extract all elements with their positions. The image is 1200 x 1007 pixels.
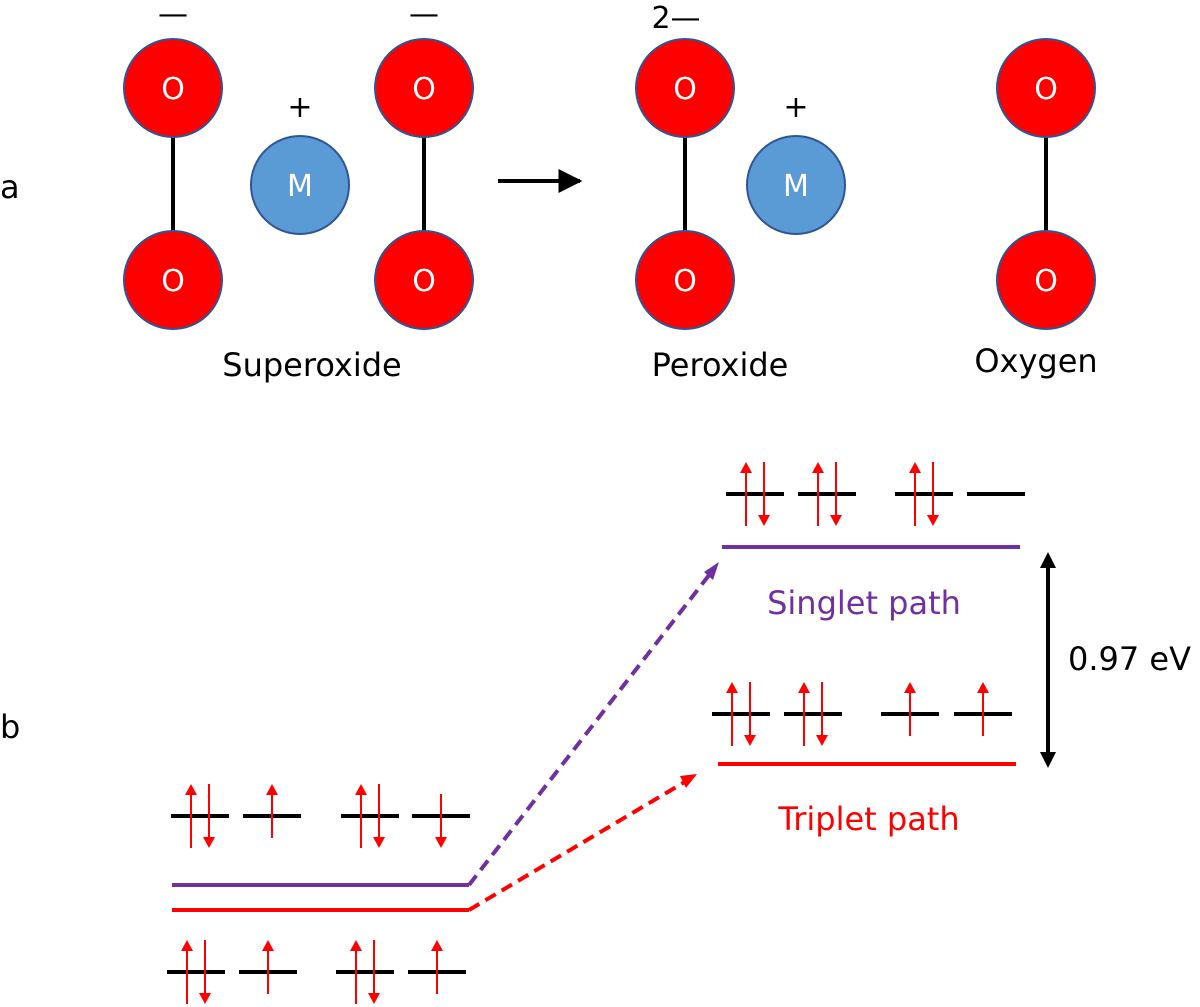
spin-down-arrow-head — [830, 515, 842, 526]
oxygen-atom-label: O — [1034, 72, 1058, 107]
energy-gap-label: 0.97 eV — [1068, 640, 1191, 678]
spin-down-arrow-head — [199, 993, 211, 1004]
spin-down-arrow-head — [435, 837, 447, 848]
oxygen-atom-label: O — [412, 72, 436, 107]
panel-b-label: b — [0, 708, 20, 746]
peroxide-molecule: O O 2— — [635, 1, 735, 330]
spin-up-arrow-head — [740, 462, 752, 473]
spin-up-arrow-head — [798, 682, 810, 693]
oxygen-atom-label: O — [673, 72, 697, 107]
oxygen-atom-label: O — [161, 264, 185, 299]
spin-up-arrow-head — [181, 940, 193, 951]
singlet-transition-arrow — [467, 562, 719, 887]
orbital-triplet-final — [881, 682, 939, 736]
spin-up-arrow-head — [904, 682, 916, 693]
metal-atom-label: M — [287, 169, 313, 204]
spin-diagram — [167, 462, 1025, 1004]
spin-up-arrow-head — [909, 462, 921, 473]
spin-down-arrow-head — [927, 515, 939, 526]
oxygen-atom — [996, 38, 1096, 138]
oxygen-atom — [635, 230, 735, 330]
superoxide-name: Superoxide — [222, 346, 401, 384]
superoxide-left-charge: — — [158, 0, 188, 32]
oxygen-atom-label: O — [1034, 264, 1058, 299]
peroxide-name: Peroxide — [652, 346, 789, 384]
orbital-singlet-final — [726, 462, 784, 526]
spin-up-arrow-head — [977, 682, 989, 693]
singlet-arrowhead — [704, 562, 719, 580]
singlet-path-label: Singlet path — [767, 584, 961, 622]
energy-gap-arrowhead-top — [1040, 552, 1056, 568]
orbital-initial-upper — [341, 784, 399, 848]
energy-gap-arrowhead-bottom — [1040, 752, 1056, 768]
orbital-triplet-final — [784, 682, 842, 746]
oxygen-molecule: O O — [996, 38, 1096, 330]
orbital-initial-lower — [239, 940, 297, 994]
superoxide-metal: M + — [250, 90, 350, 235]
orbital-singlet-final — [895, 462, 953, 526]
spin-up-arrow-head — [355, 784, 367, 795]
oxygen-atom — [123, 38, 223, 138]
oxygen-atom-label: O — [412, 264, 436, 299]
oxygen-atom-label: O — [161, 72, 185, 107]
oxygen-atom — [123, 230, 223, 330]
spin-up-arrow-head — [726, 682, 738, 693]
orbital-initial-upper — [171, 784, 229, 848]
superoxide-right-molecule: O O — — [374, 0, 474, 330]
metal-atom — [746, 135, 846, 235]
orbital-triplet-final — [954, 682, 1012, 736]
spin-up-arrow-head — [262, 940, 274, 951]
triplet-path-label: Triplet path — [777, 800, 959, 838]
superoxide-metal-charge: + — [287, 90, 312, 125]
orbital-singlet-final — [798, 462, 856, 526]
spin-up-arrow-head — [431, 940, 443, 951]
spin-up-arrow-head — [812, 462, 824, 473]
peroxide-charge: 2— — [651, 1, 700, 36]
orbital-triplet-final — [712, 682, 770, 746]
peroxide-metal: M + — [746, 90, 846, 235]
oxygen-name: Oxygen — [974, 342, 1097, 380]
oxygen-atom — [374, 38, 474, 138]
oxygen-atom — [996, 230, 1096, 330]
superoxide-left-molecule: O O — — [123, 0, 223, 330]
spin-down-arrow-head — [816, 735, 828, 746]
spin-up-arrow-head — [350, 940, 362, 951]
peroxide-metal-charge: + — [783, 90, 808, 125]
superoxide-right-charge: — — [409, 0, 439, 32]
spin-down-arrow-head — [203, 837, 215, 848]
spin-down-arrow-head — [368, 993, 380, 1004]
triplet-transition-arrow — [467, 774, 697, 912]
metal-atom — [250, 135, 350, 235]
spin-down-arrow-head — [373, 837, 385, 848]
oxygen-atom-label: O — [673, 264, 697, 299]
spin-up-arrow-head — [266, 784, 278, 795]
oxygen-atom — [374, 230, 474, 330]
oxygen-atom — [635, 38, 735, 138]
spin-up-arrow-head — [185, 784, 197, 795]
metal-atom-label: M — [783, 169, 809, 204]
spin-down-arrow-head — [744, 735, 756, 746]
energy-gap-arrow — [1040, 552, 1056, 768]
orbital-initial-lower — [408, 940, 466, 994]
orbital-initial-lower — [167, 940, 225, 1004]
orbital-initial-upper — [243, 784, 301, 838]
panel-a-label: a — [0, 168, 20, 206]
spin-down-arrow-head — [758, 515, 770, 526]
orbital-initial-upper — [412, 794, 470, 848]
triplet-arrowhead — [680, 774, 697, 788]
orbital-initial-lower — [336, 940, 394, 1004]
